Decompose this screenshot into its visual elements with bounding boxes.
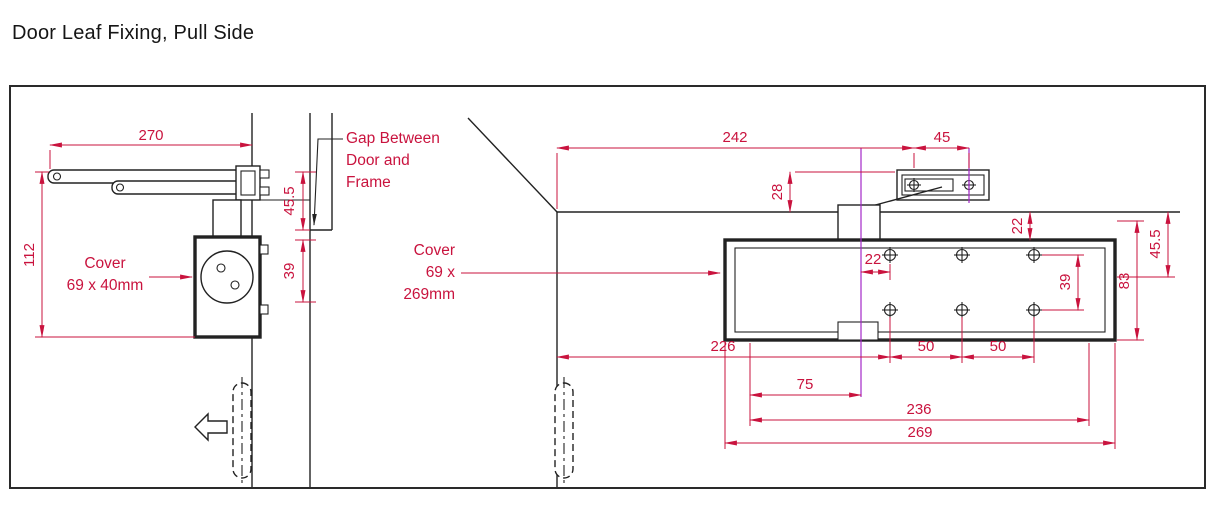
closer-cover-side [193,235,269,339]
page-title: Door Leaf Fixing, Pull Side [12,22,255,44]
cover-label-front: Cover 69 x 269mm [403,242,722,303]
dim-bracket-screws: 45 [934,129,951,146]
gap-label-line2: Door and [346,152,410,169]
dim-jamb-to-screws: 226 [710,338,735,355]
cover-front-line3: 269mm [403,286,455,303]
cover-front-line1: Cover [414,242,455,259]
dim-frame-offset: 45.5 [281,186,298,215]
technical-drawing: 270 112 45.5 39 Gap [21,113,1180,487]
fixing-screw-icon [882,247,898,263]
front-view: Cover 69 x 269mm 242 45 [403,117,1180,487]
dim-fixing-span: 236 [906,401,931,418]
spindle-block [837,204,881,241]
bracket-screw-icon [907,178,921,192]
dim-jamb-to-bracket: 242 [722,129,747,146]
spindle-housing [212,199,242,238]
dim-body-top-offset: 22 [1009,218,1026,235]
fixing-screw-icon [954,247,970,263]
dim-axis-to-fixing: 75 [797,376,814,393]
dim-body-height: 112 [21,243,38,267]
dim-screw-pitch-b: 50 [990,338,1007,355]
gap-label: Gap Between Door and Frame [312,130,440,227]
door-leaf-section [251,113,333,487]
cover-label-side: Cover 69 x 40mm [67,255,194,294]
closer-cover-front [723,238,1117,342]
valve-plate [837,321,879,341]
side-view: 270 112 45.5 39 Gap [21,113,440,487]
dim-frame-to-axis: 45.5 [1147,229,1164,258]
dim-screw-pitch-a: 50 [918,338,935,355]
fixing-screw-icon [954,302,970,318]
dim-screw-rows: 39 [1057,274,1074,291]
hinge-hidden-outline [232,377,252,484]
gap-label-line1: Gap Between [346,130,440,147]
hinge-hidden-outline [554,377,574,484]
cover-side-line1: Cover [84,255,125,272]
fixing-screw-icon [1026,247,1042,263]
dim-axis-to-screw: 22 [865,251,882,268]
dim-cover-length: 269 [907,424,932,441]
front-view-dimensions: 242 45 28 22 45.5 [555,129,1175,449]
dim-channel-drop: 28 [769,184,786,201]
dim-body-depth: 83 [1116,273,1133,290]
side-view-dimensions: 270 112 45.5 39 [21,127,316,339]
dim-arm-length: 270 [138,127,163,144]
drawing-frame: 270 112 45.5 39 Gap [9,85,1206,489]
gap-label-line3: Frame [346,174,391,191]
cover-side-line2: 69 x 40mm [67,277,144,294]
fixing-screw-icon [1026,302,1042,318]
cover-front-line2: 69 x [426,264,456,281]
fixing-screw-icon [882,302,898,318]
view-direction-arrow-icon [194,412,228,442]
closer-arm [47,165,270,201]
dim-cover-offset: 39 [281,263,298,280]
